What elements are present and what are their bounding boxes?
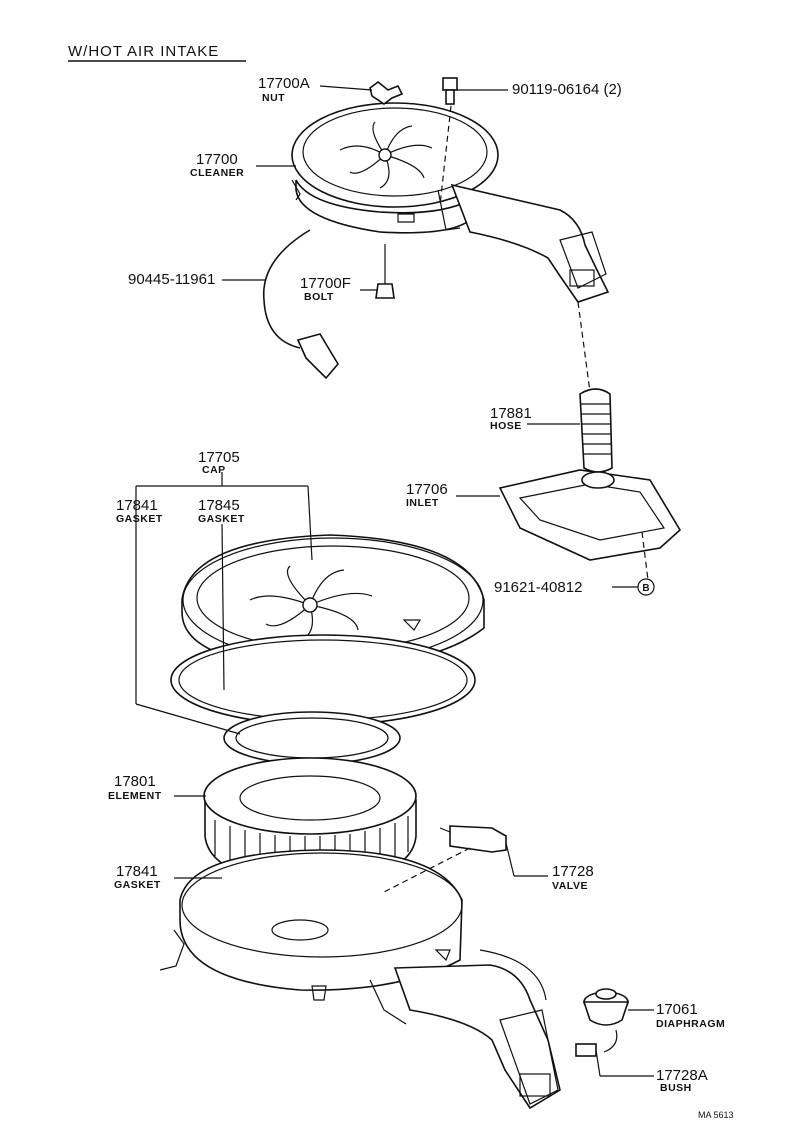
callout-part-name: BUSH	[660, 1082, 692, 1094]
callout-90445-11961: 90445-11961	[128, 271, 215, 288]
callout-17845: 17845 GASKET	[198, 497, 245, 525]
callout-17700f: 17700F BOLT	[300, 275, 351, 303]
cleaner-assembly-drawing	[291, 102, 610, 303]
callout-part-name: INLET	[406, 497, 439, 509]
bush-17728a-drawing	[575, 1043, 654, 1077]
callout-part-number: 17801	[114, 773, 156, 790]
callout-part-number: 91621-40812	[494, 579, 582, 596]
callout-part-number: 90119-06164 (2)	[512, 81, 622, 98]
gasket-17845-drawing	[223, 711, 401, 765]
inlet-17706-drawing	[456, 469, 682, 581]
bolt-90119-drawing	[439, 77, 508, 206]
callout-part-number: 90445-11961	[128, 271, 215, 288]
callout-part-number: 17061	[656, 1001, 698, 1018]
callout-17728a: 17728A BUSH	[656, 1067, 708, 1094]
callout-17728: 17728 VALVE	[552, 863, 594, 892]
callout-17881: 17881 HOSE	[490, 405, 532, 432]
callout-part-number: 17845	[198, 497, 240, 514]
callout-part-number: 17700	[196, 151, 238, 168]
callout-part-number: 17728A	[656, 1067, 708, 1084]
callout-part-name: CAP	[202, 464, 226, 476]
circle-marker-label: B	[642, 583, 649, 594]
callout-17061: 17061 DIAPHRAGM	[656, 1001, 725, 1030]
diagram-title: W/HOT AIR INTAKE	[68, 43, 219, 60]
leader-lines	[135, 165, 313, 879]
callout-91621-40812: 91621-40812	[494, 579, 582, 596]
callout-part-name: BOLT	[304, 291, 334, 303]
callout-part-number: 17728	[552, 863, 594, 880]
callout-part-name: ELEMENT	[108, 790, 162, 802]
callout-part-number: 17706	[406, 481, 448, 498]
callout-17700a: 17700A NUT	[258, 75, 310, 104]
nut-17700a-drawing	[319, 80, 404, 105]
cleaner-body-lower-drawing	[159, 849, 561, 1110]
callout-part-number: 17705	[198, 449, 240, 466]
callout-part-number: 17700F	[300, 275, 351, 292]
callout-part-number: 17841	[116, 497, 158, 514]
callout-part-name: GASKET	[198, 513, 245, 525]
callout-part-number: 17881	[490, 405, 532, 422]
hose-17881-drawing	[527, 388, 613, 473]
bolt-17700f-drawing	[360, 244, 395, 299]
callout-part-name: CLEANER	[190, 167, 244, 179]
callout-17801: 17801 ELEMENT	[108, 773, 162, 802]
hose-link-line	[577, 301, 591, 393]
callout-17841-lower: 17841 GASKET	[114, 863, 161, 891]
callout-90119-06164: 90119-06164 (2)	[512, 81, 622, 98]
hose-90445-drawing	[222, 229, 339, 380]
callout-part-name: VALVE	[552, 880, 588, 892]
callout-part-name: NUT	[262, 92, 285, 104]
callout-part-name: DIAPHRAGM	[656, 1018, 725, 1030]
callout-part-name: GASKET	[114, 879, 161, 891]
callout-part-name: HOSE	[490, 420, 522, 432]
callout-part-number: 17700A	[258, 75, 310, 92]
circle-marker-b: B	[612, 578, 655, 596]
callout-part-name: GASKET	[116, 513, 163, 525]
diaphragm-17061-drawing	[582, 988, 654, 1053]
callout-17841-upper: 17841 GASKET	[116, 497, 163, 525]
callout-17705: 17705 CAP	[198, 449, 240, 476]
callout-17706: 17706 INLET	[406, 481, 448, 509]
callout-part-number: 17841	[116, 863, 158, 880]
valve-17728-drawing	[383, 825, 548, 893]
footer-code: MA 5613	[698, 1110, 734, 1120]
callout-17700: 17700 CLEANER	[190, 151, 244, 179]
